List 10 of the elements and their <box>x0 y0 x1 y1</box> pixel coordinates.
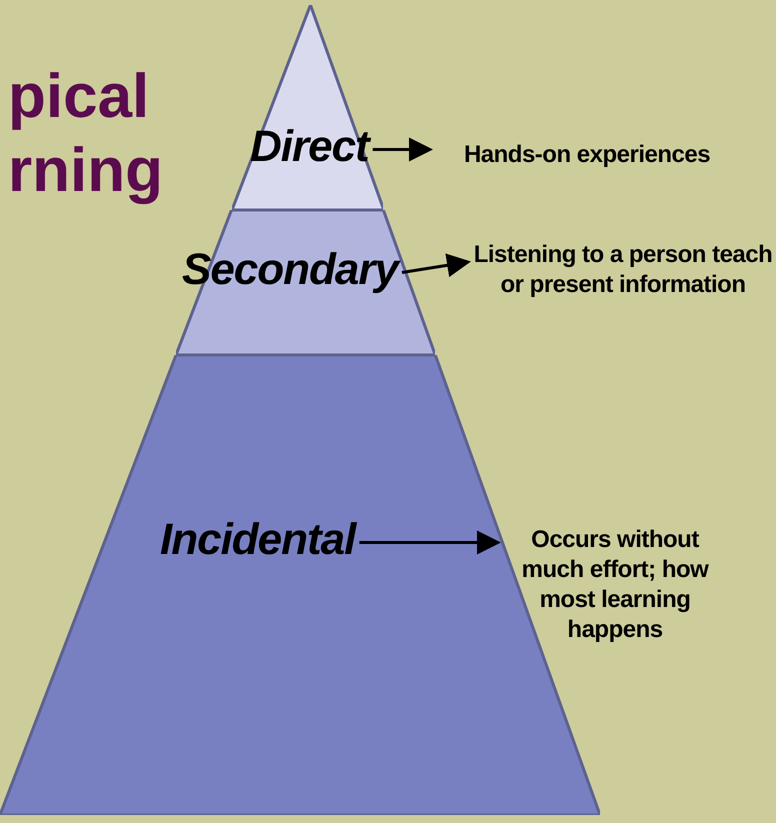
arrow <box>402 253 471 278</box>
heading: pical rning <box>8 61 164 207</box>
pyramid-tier <box>232 5 384 210</box>
arrow <box>372 138 433 162</box>
description-text: Hands-on experiences <box>432 140 742 170</box>
arrow <box>359 530 501 554</box>
description-text: Occurs without much effort; how most learning happens <box>500 525 730 645</box>
tier-label: Direct <box>250 122 369 172</box>
description-text: Listening to a person teach or present information <box>470 240 776 300</box>
tier-label: Incidental <box>160 515 356 565</box>
